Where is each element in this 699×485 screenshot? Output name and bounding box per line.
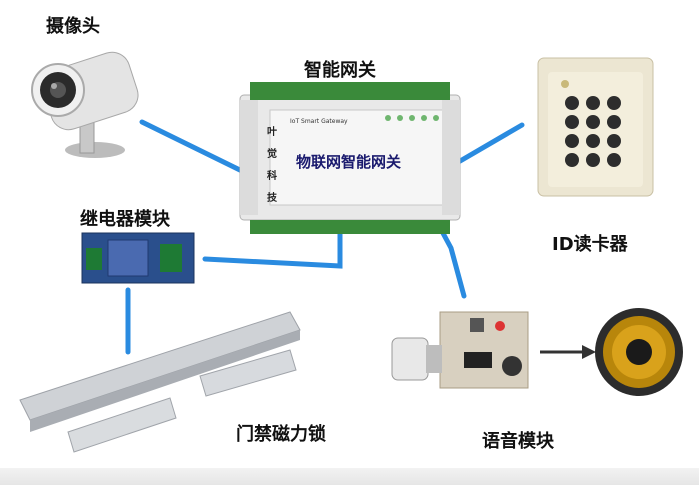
id-reader-device <box>537 57 654 197</box>
gateway-model-line: IoT Smart Gateway <box>290 118 348 125</box>
magnetic-lock-device <box>19 311 301 453</box>
relay-device <box>81 232 195 284</box>
label-gateway: 智能网关 <box>304 60 376 81</box>
gateway-device <box>239 82 461 234</box>
gateway-vertical-brand: 叶 觉 科 技 <box>267 127 277 204</box>
voice-module-device <box>391 311 529 389</box>
label-camera: 摄像头 <box>46 16 100 37</box>
label-relay: 继电器模块 <box>80 209 170 230</box>
line-gateway-idreader <box>452 122 525 167</box>
label-id-reader: ID读卡器 <box>552 234 628 255</box>
arrow-to-speaker <box>540 345 596 359</box>
connection-lines <box>125 119 525 355</box>
camera-device <box>31 51 139 158</box>
line-gateway-relay <box>202 224 343 269</box>
speaker-device <box>595 308 683 396</box>
label-magnetic-lock: 门禁磁力锁 <box>236 424 326 445</box>
line-camera-gateway <box>139 119 249 176</box>
floor-shadow <box>0 468 699 485</box>
gateway-device-title: 物联网智能网关 <box>296 153 402 171</box>
label-voice-module: 语音模块 <box>482 431 554 452</box>
